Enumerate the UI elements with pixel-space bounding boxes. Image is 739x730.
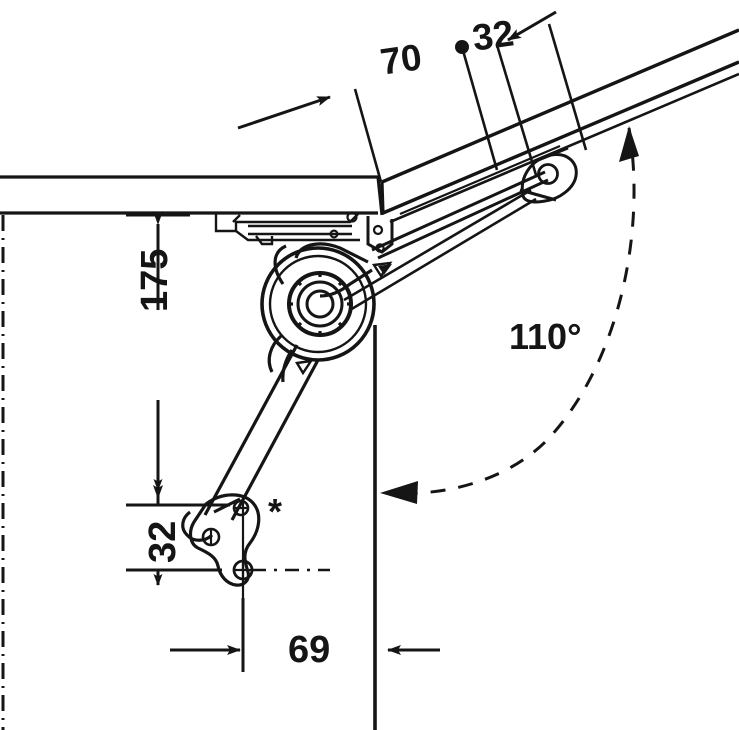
flap-hinge-knuckle xyxy=(519,146,578,204)
dimension-70 xyxy=(237,88,383,183)
dimension-32-flap xyxy=(455,10,588,176)
dimension-label-110-deg: 110° xyxy=(509,316,582,357)
upper-arm xyxy=(366,170,549,260)
hub-body xyxy=(267,242,373,373)
dimension-label-32-flap: 32 xyxy=(469,12,517,59)
footnote-asterisk-marker: * xyxy=(268,491,283,532)
dimension-69 xyxy=(170,598,440,672)
angle-arc-arrowheads xyxy=(380,126,639,504)
dimension-label-32-bracket: 32 xyxy=(142,520,184,563)
dimension-label-69: 69 xyxy=(288,629,331,671)
dimension-label-70: 70 xyxy=(377,36,425,83)
cabinet-top-panel xyxy=(0,175,384,216)
arm-direction-ticks xyxy=(295,261,393,376)
mounting-plate xyxy=(214,211,360,246)
opening-angle-arc xyxy=(394,127,636,495)
pivot-hub xyxy=(260,246,376,362)
lower-arm xyxy=(203,344,320,521)
dimension-32-bracket xyxy=(126,479,330,586)
mounting-bracket xyxy=(181,493,261,587)
dimension-label-175: 175 xyxy=(134,248,176,312)
gas-strut xyxy=(343,188,537,312)
